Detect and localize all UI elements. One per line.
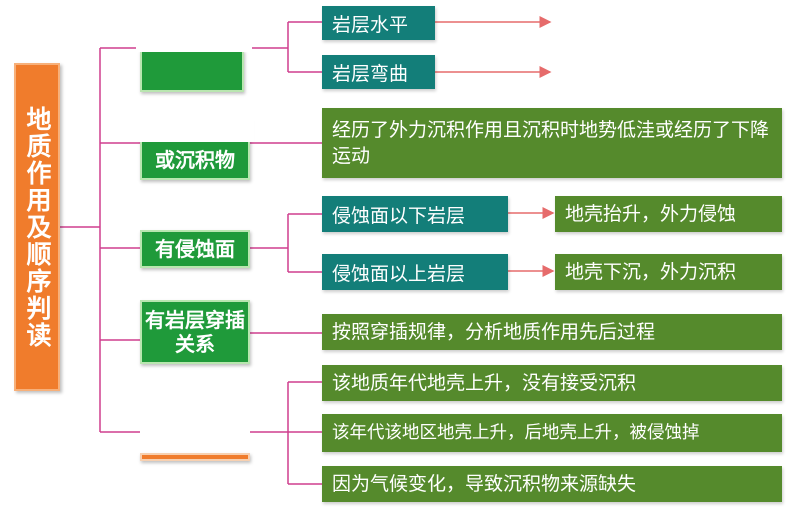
category-label: 有侵蚀面 (155, 237, 235, 261)
node-label: 该年代该地区地壳上升，后地壳上升，被侵蚀掉 (332, 423, 700, 443)
category-erosion-surface: 有侵蚀面 (140, 230, 250, 268)
root-topic: 地质作用及顺序判读 (14, 63, 60, 391)
root-label: 地质作用及顺序判读 (23, 105, 52, 349)
category-cover (136, 108, 254, 142)
node-subsidence-deposition: 地壳下沉，外力沉积 (555, 254, 782, 290)
node-uplift-erosion: 地壳抬升，外力侵蚀 (555, 196, 782, 232)
node-missing-reason-1: 该地质年代地壳上升，没有接受沉积 (322, 365, 782, 401)
node-label: 该地质年代地壳上升，没有接受沉积 (332, 372, 637, 394)
node-label: 按照穿插规律，分析地质作用先后过程 (332, 321, 656, 343)
category-rock-layers (140, 50, 244, 92)
node-label: 侵蚀面以下岩层 (332, 204, 466, 227)
node-label: 岩层水平 (332, 13, 409, 36)
category-intrusion: 有岩层穿插关系 (140, 300, 250, 364)
node-label: 侵蚀面以上岩层 (332, 262, 466, 285)
node-missing-reason-2: 该年代该地区地壳上升，后地壳上升，被侵蚀掉 (322, 414, 782, 452)
node-label: 因为气候变化，导致沉积物来源缺失 (332, 473, 637, 495)
category-label: 或沉积物 (155, 148, 235, 172)
node-above-erosion: 侵蚀面以上岩层 (322, 254, 508, 290)
node-intrusion-rule: 按照穿插规律，分析地质作用先后过程 (322, 314, 782, 350)
node-rock-horizontal: 岩层水平 (322, 6, 435, 40)
node-rock-folded: 岩层弯曲 (322, 55, 435, 89)
category-label: 有岩层穿插关系 (145, 308, 245, 356)
node-label: 地壳抬升，外力侵蚀 (565, 203, 737, 225)
node-label: 岩层弯曲 (332, 62, 409, 85)
node-missing-reason-3: 因为气候变化，导致沉积物来源缺失 (322, 466, 782, 502)
node-below-erosion: 侵蚀面以下岩层 (322, 196, 508, 232)
node-label: 经历了外力沉积作用且沉积时地势低洼或经历了下降运动 (332, 119, 770, 167)
category-missing-strata (140, 453, 250, 461)
node-label: 地壳下沉，外力沉积 (565, 261, 737, 283)
node-deposition-explanation: 经历了外力沉积作用且沉积时地势低洼或经历了下降运动 (322, 108, 782, 178)
category-cover (136, 10, 252, 52)
